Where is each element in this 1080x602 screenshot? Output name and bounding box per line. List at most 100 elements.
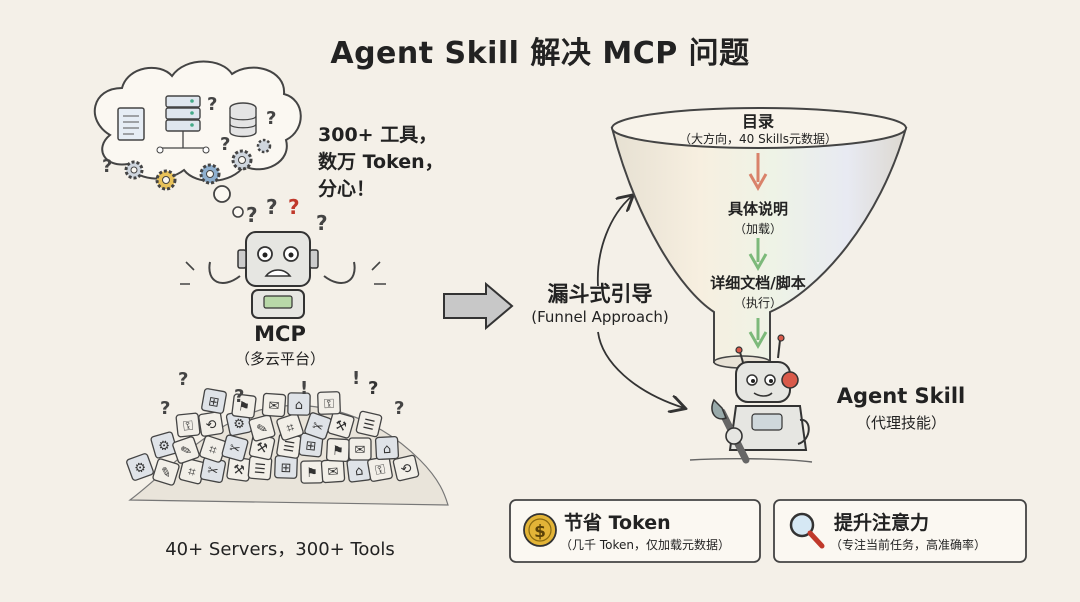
tool-tile: ⚿: [367, 456, 393, 482]
agent-name: Agent Skill: [836, 384, 966, 408]
tool-tile: ✉: [320, 458, 346, 484]
thought-bubble: [213, 185, 231, 203]
gear-icon: [124, 160, 144, 180]
magnifier-icon: [789, 512, 825, 549]
svg-text:⌂: ⌂: [354, 464, 364, 480]
agent-subtitle: （代理技能）: [855, 414, 946, 432]
thought-bubble: [232, 206, 244, 218]
gear-icon: [256, 138, 272, 154]
pile-caption: 40+ Servers，300+ Tools: [165, 539, 395, 560]
svg-text:⟲: ⟲: [205, 417, 218, 434]
mcp-robot: ? ? ? ?: [180, 195, 386, 319]
tool-tile: ⊞: [201, 388, 227, 414]
tool-tile: ✎: [152, 458, 180, 486]
tool-tile: ⚑: [231, 393, 257, 419]
question-mark-icon: !: [300, 378, 308, 399]
thought-line: 分心！: [318, 178, 376, 200]
svg-text:☰: ☰: [282, 439, 296, 456]
tool-tile: ✎: [172, 436, 200, 464]
svg-text:⚙: ⚙: [232, 416, 247, 433]
tool-tile: ⚑: [325, 437, 351, 463]
benefit-card-focus: [773, 499, 1027, 563]
coin-symbol: $: [534, 522, 546, 542]
svg-text:✉: ✉: [268, 399, 280, 415]
svg-text:⊞: ⊞: [305, 438, 317, 454]
svg-text:⚿: ⚿: [182, 419, 194, 435]
svg-text:✎: ✎: [255, 421, 269, 438]
tool-tile: ⚿: [317, 391, 341, 415]
svg-text:⌂: ⌂: [383, 442, 392, 457]
svg-text:✎: ✎: [179, 443, 194, 461]
tool-tile: ✂: [221, 434, 249, 462]
server-icon: [156, 95, 210, 154]
stage-arrow: [748, 318, 768, 350]
question-mark-icon: ?: [266, 195, 278, 219]
question-mark-icon: ?: [246, 203, 258, 227]
question-mark-icon: ?: [207, 94, 217, 115]
tool-tile: ⊞: [298, 432, 324, 458]
question-mark-icon: ?: [220, 134, 230, 155]
svg-text:⚒: ⚒: [254, 440, 269, 457]
svg-text:⚒: ⚒: [333, 418, 348, 436]
mcp-thought-text: 300+ 工具， 数万 Token， 分心！: [318, 122, 444, 203]
tool-tile: ⚒: [226, 456, 252, 482]
svg-text:⊞: ⊞: [207, 394, 220, 411]
svg-text:☰: ☰: [361, 417, 376, 434]
svg-text:⚙: ⚙: [157, 438, 172, 456]
question-mark-icon: ?: [288, 195, 300, 219]
funnel-label-en: (Funnel Approach): [531, 308, 669, 326]
benefit-sub: （几千 Token，仅加载元数据）: [560, 538, 730, 552]
question-mark-icon: ?: [178, 369, 188, 390]
funnel: [610, 107, 908, 369]
transition-arrow: [443, 281, 514, 331]
svg-text:✂: ✂: [206, 463, 220, 480]
svg-text:✎: ✎: [158, 465, 173, 483]
robot-ear: [781, 371, 799, 389]
question-mark-icon: ?: [316, 211, 328, 235]
robot-hand: [725, 427, 743, 445]
funnel-guide-arrows: [596, 196, 684, 408]
agent-robot: [689, 334, 813, 464]
question-mark-icon: !: [352, 368, 360, 389]
question-mark-icon: ?: [234, 386, 244, 407]
svg-text:⚿: ⚿: [324, 397, 335, 412]
tool-tile: ⟲: [198, 411, 224, 437]
tool-tile: ☰: [355, 410, 383, 438]
question-mark-icon: ?: [160, 398, 170, 419]
thought-line: 300+ 工具，: [318, 124, 438, 146]
question-mark-icon: ?: [394, 398, 404, 419]
tool-tile: ⚙: [126, 453, 154, 481]
svg-text:⟲: ⟲: [399, 461, 413, 478]
tool-tile: ⌂: [287, 392, 311, 416]
stage-arrow: [748, 153, 768, 192]
svg-text:✂: ✂: [227, 441, 242, 458]
funnel-level-sub: （大方向，40 Skills元数据）: [679, 132, 837, 146]
funnel-label: 漏斗式引导: [547, 282, 653, 306]
svg-text:⚑: ⚑: [332, 444, 344, 460]
svg-text:✉: ✉: [327, 465, 339, 481]
document-icon: [117, 107, 145, 141]
tool-tile: ⊞: [274, 455, 298, 479]
svg-text:⊞: ⊞: [280, 461, 291, 476]
question-mark-icon: ?: [266, 108, 276, 129]
benefit-title: 提升注意力: [834, 512, 930, 534]
stage-arrow: [748, 238, 768, 272]
svg-text:⌗: ⌗: [186, 464, 197, 480]
tool-tile: ⌂: [374, 435, 400, 461]
funnel-level-sub: （加载）: [733, 222, 782, 236]
tool-pile: ⚙✎⌗✂⚒☰⊞⚑✉⌂⚿⟲⚙✎⌗✂⚒☰⊞⚑✉⌂⚿⟲⚙✎⌗✂⚒☰⊞⚑✉⌂⚿ ? ? …: [126, 368, 449, 506]
svg-text:⌂: ⌂: [295, 398, 304, 413]
wrench-icon: [711, 398, 750, 464]
funnel-level-title: 具体说明: [727, 200, 788, 218]
tool-tile: ⚒: [248, 433, 276, 461]
tool-tile: ⚿: [175, 412, 201, 438]
svg-text:⚑: ⚑: [306, 466, 318, 481]
tool-tile: ⌗: [276, 413, 304, 441]
thought-line: 数万 Token，: [318, 151, 444, 173]
funnel-level-title: 详细文档/脚本: [710, 274, 806, 292]
svg-text:✂: ✂: [310, 419, 325, 437]
question-mark-icon: ?: [368, 378, 378, 399]
svg-text:⚒: ⚒: [232, 462, 246, 478]
benefit-card-token: $: [509, 499, 761, 563]
